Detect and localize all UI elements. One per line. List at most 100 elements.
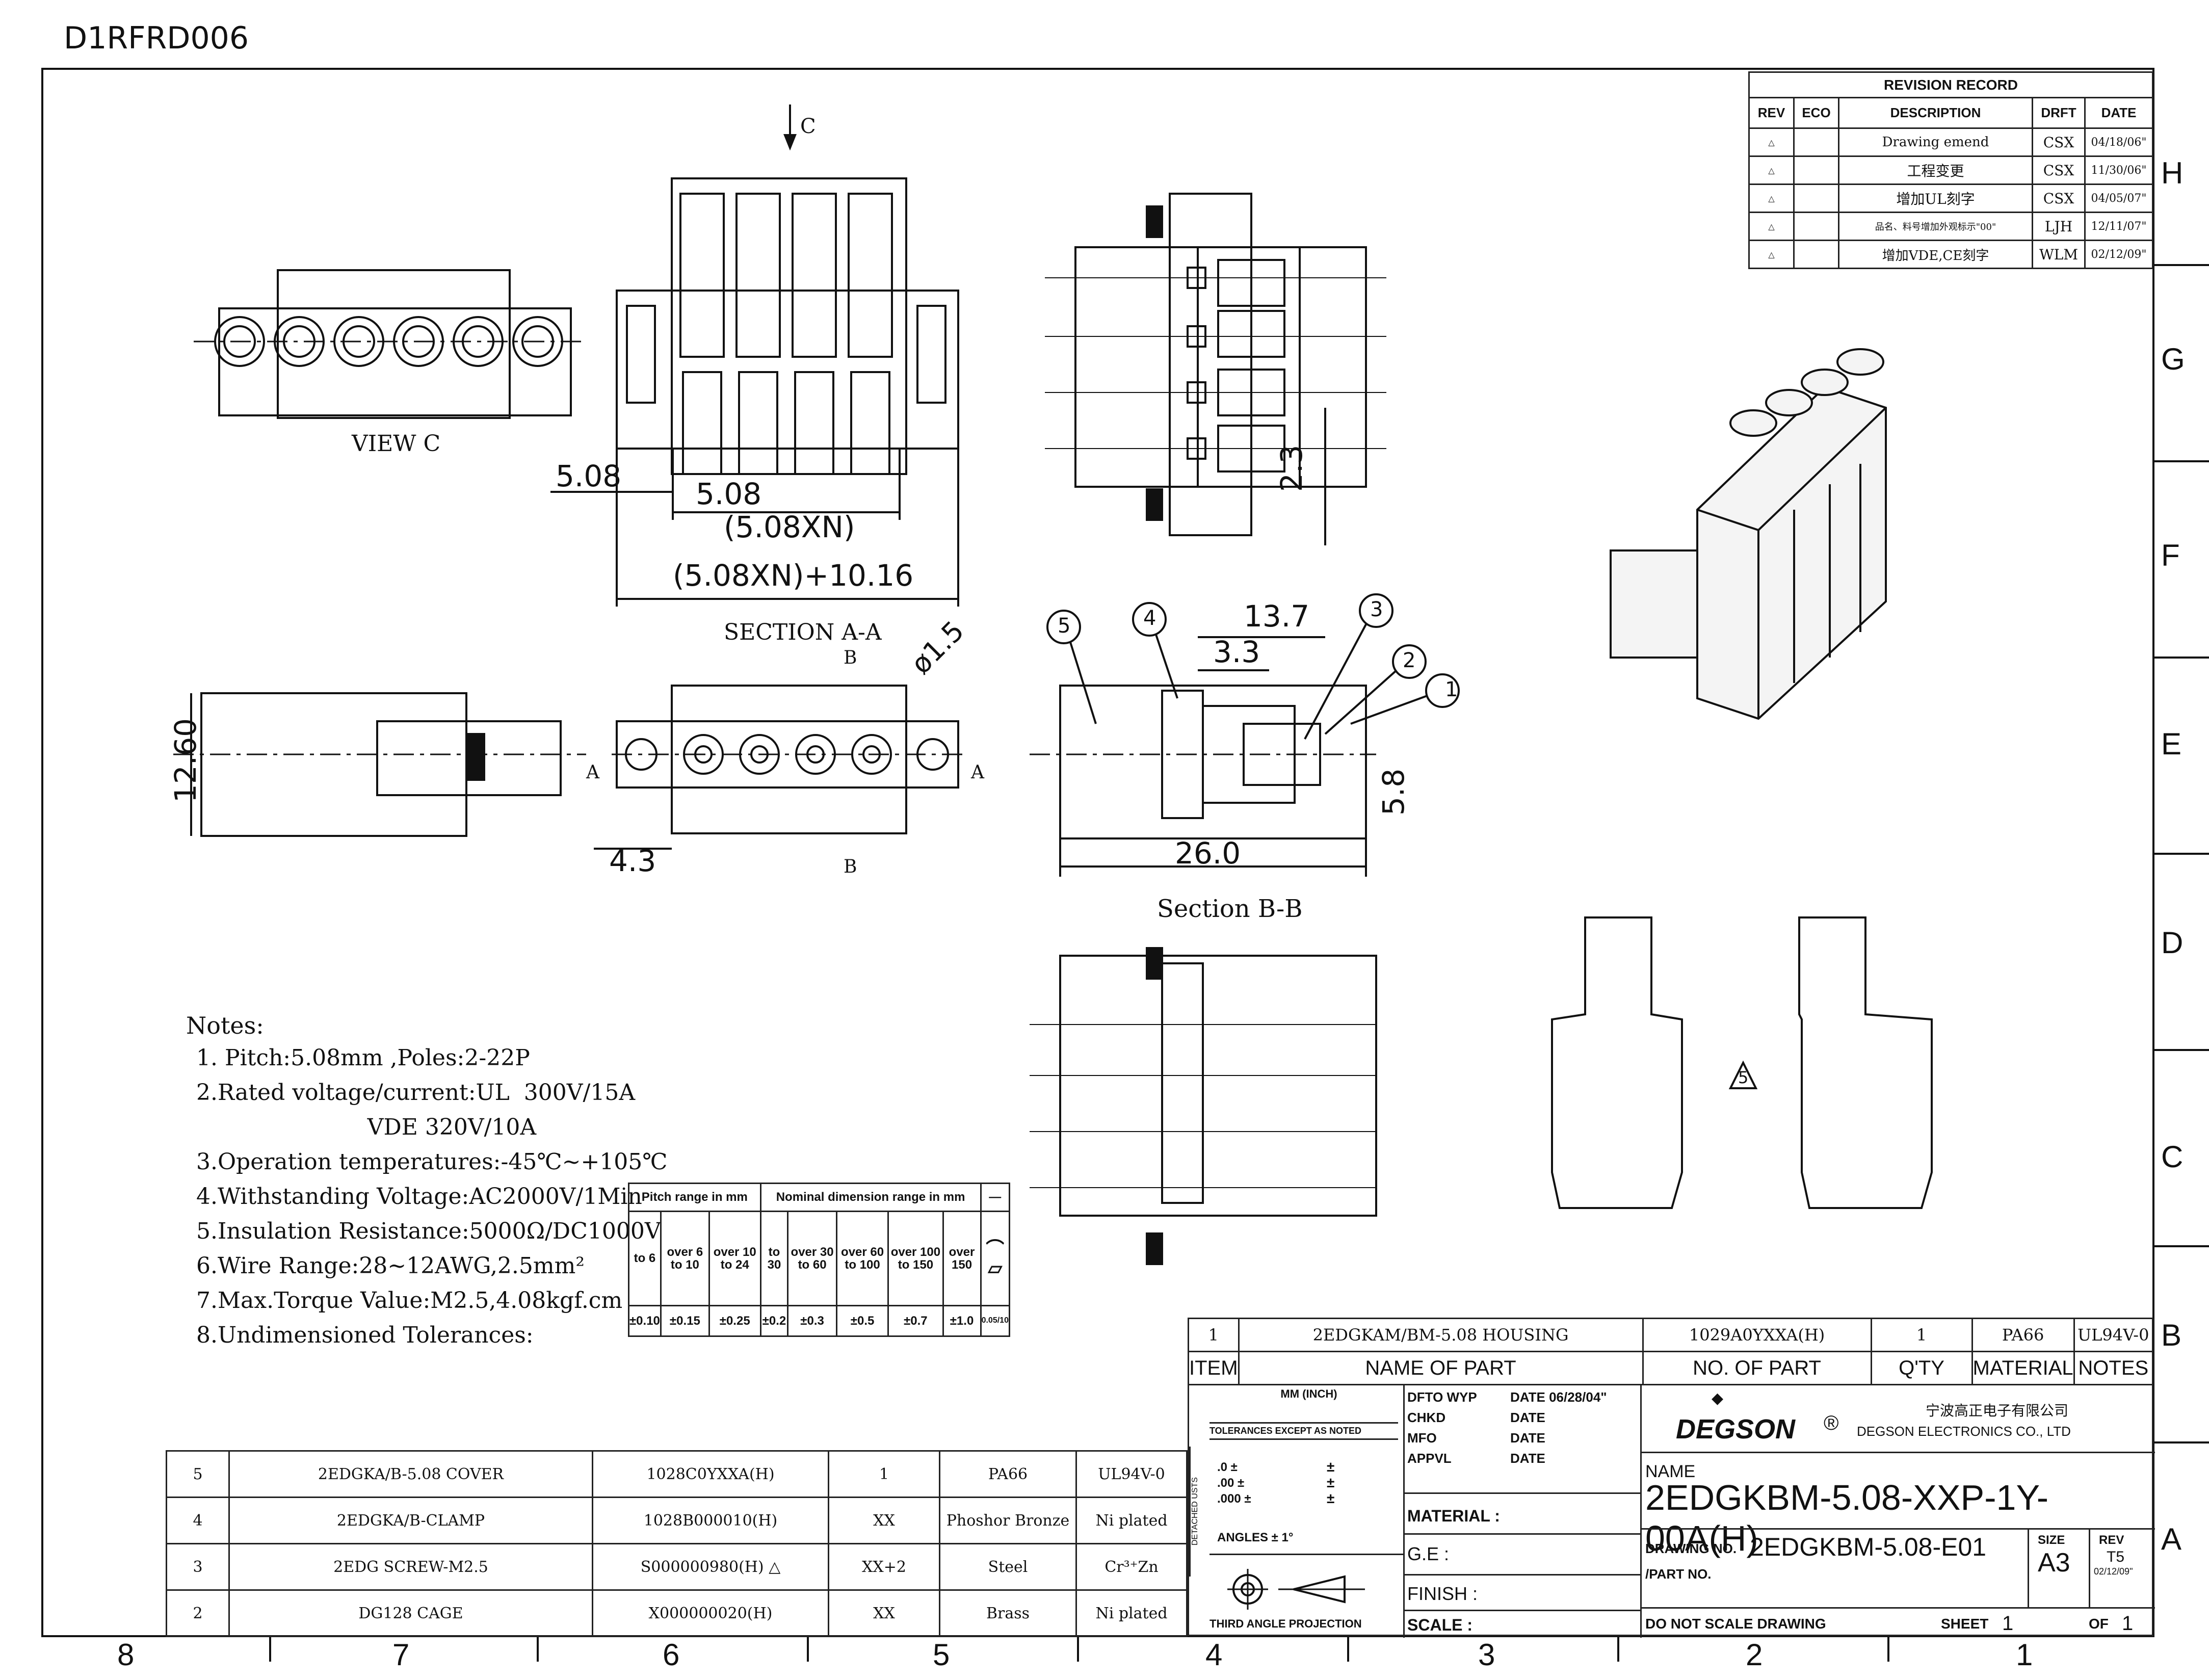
- bom-name: 2EDGKA/B-CLAMP: [228, 1497, 593, 1544]
- revision-date: 04/05/07": [2084, 183, 2153, 213]
- bom-qty: 1: [828, 1450, 940, 1498]
- tol-plusminus: ±±±: [1327, 1459, 1335, 1506]
- document-id: D1RFRD006: [64, 20, 249, 56]
- tol-value: ±0.7: [887, 1305, 944, 1337]
- dim-2-3: 2.3: [1274, 444, 1309, 492]
- bom-item1-table: 1 2EDGKAM/BM-5.08 HOUSING 1029A0YXXA(H) …: [1188, 1318, 2154, 1385]
- bom-part: 1029A0YXXA(H): [1642, 1318, 1872, 1352]
- scale-label: SCALE :: [1407, 1616, 1472, 1634]
- company-name: DEGSON: [1676, 1414, 1796, 1445]
- zone-number-8: 8: [117, 1638, 135, 1672]
- bom-table: 5 2EDGKA/B-5.08 COVER 1028C0YXXA(H) 1 PA…: [166, 1450, 1188, 1637]
- note-line: 7.Max.Torque Value:M2.5,4.08kgf.cm: [196, 1288, 623, 1314]
- mm-inch-label: MM (INCH): [1280, 1387, 1337, 1400]
- bom-header-notes: NOTES: [2073, 1351, 2154, 1385]
- bom-qty: 1: [1870, 1318, 1973, 1352]
- zone-letter-h: H: [2161, 156, 2184, 190]
- zone-letter-f: F: [2161, 538, 2180, 572]
- rev-triangle-icon: △: [1748, 240, 1795, 269]
- bom-part: 1028C0YXXA(H): [592, 1450, 829, 1498]
- bom-part: X000000020(H): [592, 1589, 829, 1637]
- note-line: 1. Pitch:5.08mm ,Poles:2-22P: [196, 1045, 530, 1071]
- dim-5-8: 5.8: [1376, 768, 1411, 816]
- revision-record-table: REVISION RECORD REV ECO DESCRIPTION DRFT…: [1748, 71, 2153, 269]
- bom-notes: Ni plated: [1075, 1497, 1188, 1544]
- zone-letter-e: E: [2161, 727, 2182, 761]
- view-c-label: VIEW C: [352, 431, 441, 457]
- balloon-4: 4: [1143, 607, 1156, 630]
- drawing-no-label: DRAWING NO.: [1645, 1541, 1737, 1556]
- revision-drft: LJH: [2032, 212, 2086, 241]
- dim-26-0: 26.0: [1175, 836, 1241, 871]
- zone-number-3: 3: [1478, 1638, 1495, 1672]
- note-line: 4.Withstanding Voltage:AC2000V/1Min: [196, 1184, 642, 1210]
- bom-qty: XX: [828, 1589, 940, 1637]
- tol-value: ±0.15: [660, 1305, 710, 1337]
- rev-value: T5: [2107, 1548, 2125, 1565]
- tol-row: .00 ±: [1217, 1476, 1245, 1490]
- note-line: 6.Wire Range:28~12AWG,2.5mm²: [196, 1253, 585, 1279]
- mfo-date: DATE: [1510, 1430, 1545, 1446]
- projection-symbol-icon: [1227, 1569, 1365, 1610]
- revision-drft: CSX: [2032, 155, 2086, 185]
- arrow-c-label: C: [800, 115, 816, 138]
- revision-drft: WLM: [2032, 240, 2086, 269]
- total-sheets: 1: [2122, 1612, 2134, 1635]
- dim-height: 12.60: [168, 718, 203, 803]
- tol-rows: .0 ± .00 ± .000 ±: [1217, 1459, 1251, 1507]
- balloon-2: 2: [1403, 649, 1416, 672]
- tol-col: over 100 to 150: [887, 1211, 944, 1306]
- dfto-date: DATE 06/28/04": [1510, 1389, 1607, 1405]
- dim-4-3: 4.3: [609, 844, 656, 878]
- revision-row: 品名、料号增加外观标示"00": [1838, 212, 2033, 241]
- section-bb-drawing: [1030, 593, 1460, 877]
- approval-block: DFTO WYP DATE 06/28/04" CHKD DATE MFO DA…: [1403, 1385, 1642, 1638]
- dfto-label: DFTO WYP: [1407, 1389, 1477, 1405]
- note-line: 5.Insulation Resistance:5000Ω/DC1000V: [196, 1218, 661, 1244]
- revision-date: 12/11/07": [2084, 212, 2153, 241]
- rev-triangle-icon: △: [1748, 183, 1795, 213]
- tol-value: 0.05/10: [980, 1305, 1011, 1337]
- zone-letter-a: A: [2161, 1522, 2182, 1556]
- company-chinese: 宁波高正电子有限公司: [1926, 1403, 2069, 1419]
- angles-label: ANGLES ± 1°: [1217, 1531, 1294, 1544]
- appvl-date: DATE: [1510, 1451, 1545, 1466]
- dim-pitch-n: (5.08XN): [724, 510, 855, 544]
- tol-row: .0 ±: [1217, 1460, 1238, 1474]
- registered-icon: ®: [1824, 1412, 1839, 1434]
- bom-material: Steel: [939, 1543, 1077, 1591]
- revision-row: Drawing emend: [1838, 127, 2033, 157]
- eco-header: ECO: [1793, 97, 1839, 129]
- bom-header-name: NAME OF PART: [1238, 1351, 1644, 1385]
- title-block: MM (INCH) TOLERANCES EXCEPT AS NOTED DET…: [1188, 1384, 2155, 1638]
- balloon-3: 3: [1370, 598, 1383, 621]
- isometric-view-drawing: [1610, 348, 1887, 720]
- mfo-label: MFO: [1407, 1430, 1437, 1446]
- bom-notes: Cr³⁺Zn: [1075, 1543, 1188, 1591]
- zone-number-2: 2: [1746, 1638, 1763, 1672]
- bom-item: 4: [166, 1497, 230, 1544]
- tol-value: ±0.10: [628, 1305, 662, 1337]
- zone-letter-c: C: [2161, 1140, 2184, 1174]
- tol-value: ±0.2: [759, 1305, 789, 1337]
- size-label: SIZE: [2038, 1533, 2065, 1547]
- tol-col: to 6: [628, 1211, 662, 1306]
- zone-number-4: 4: [1205, 1638, 1223, 1672]
- front-view-drawing: [550, 104, 959, 607]
- tol-col: over 60 to 100: [835, 1211, 889, 1306]
- rev-triangle-icon: △: [1748, 155, 1795, 185]
- tol-col: over 30 to 60: [787, 1211, 837, 1306]
- chkd-label: CHKD: [1407, 1410, 1446, 1425]
- tol-col: to 30: [759, 1211, 789, 1306]
- balloon-5: 5: [1058, 614, 1071, 638]
- revision-row: 工程变更: [1838, 155, 2033, 185]
- bom-material: PA66: [1971, 1318, 2075, 1352]
- zone-letter-d: D: [2161, 926, 2184, 960]
- bom-notes: UL94V-0: [1075, 1450, 1188, 1498]
- zone-number-5: 5: [933, 1638, 950, 1672]
- rev-triangle-icon: △: [769, 1558, 781, 1576]
- dash-cell: —: [980, 1183, 1011, 1212]
- part-name: 2EDGKBM-5.08-XXP-1Y-00A(H): [1645, 1478, 2049, 1558]
- projection-label: THIRD ANGLE PROJECTION: [1209, 1617, 1362, 1630]
